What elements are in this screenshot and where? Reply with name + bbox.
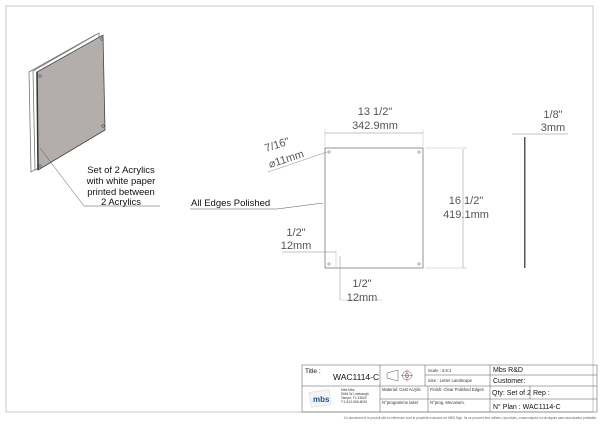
offset-x-in: 1/2" xyxy=(286,227,305,239)
hole xyxy=(417,150,421,154)
scale: Scale : 3.5:1 xyxy=(428,368,452,373)
callout-line-2: with white paper xyxy=(86,176,156,187)
height-mm: 419.1mm xyxy=(443,209,489,221)
laser-program: N°programme laser xyxy=(382,400,419,405)
offset-y-in: 1/2" xyxy=(352,278,371,290)
callout-line-4: 2 Acrylics xyxy=(101,197,141,208)
address-line-1: Mbs Mbs xyxy=(341,388,355,392)
sheet-border xyxy=(5,5,594,413)
rep: Rep : xyxy=(533,390,550,397)
thickness-mm: 3mm xyxy=(541,122,565,134)
offset-x-mm: 12mm xyxy=(281,240,312,252)
plan-number: N° Plan : WAC1114-C xyxy=(493,403,561,411)
address-line-4: T:1-813-506-6025 xyxy=(341,400,367,404)
hole xyxy=(327,262,331,266)
svg-text:mbs: mbs xyxy=(313,395,330,404)
width-mm: 342.9mm xyxy=(352,120,398,132)
customer: Customer: xyxy=(493,378,525,385)
front-view: 13 1/2" 342.9mm 16 1/2" 419.1mm 7/16" ⌀1… xyxy=(190,106,489,304)
hole xyxy=(327,150,331,154)
side-view: 1/8" 3mm xyxy=(512,109,568,268)
title-block xyxy=(301,364,598,413)
height-in: 16 1/2" xyxy=(449,195,484,207)
address-line-2: 5046 W Linebaugh xyxy=(341,392,369,396)
disclaimer: Ce document et le produit cité en référe… xyxy=(344,416,597,420)
title-label: Title : xyxy=(305,368,321,375)
callout-line-1: Set of 2 Acrylics xyxy=(87,165,155,176)
company-logo: mbs xyxy=(308,389,332,408)
callout-line-3: printed between xyxy=(87,187,155,198)
mecanum-program: N°prog. Mecanum. xyxy=(430,400,465,405)
company: Mbs R&D xyxy=(493,367,523,374)
address-line-3: Tampa, FL 33624 xyxy=(341,396,367,400)
hole xyxy=(417,262,421,266)
edges-polished-note: All Edges Polished xyxy=(191,198,270,209)
drawing-title: WAC1114-C xyxy=(333,372,379,382)
isometric-view: Set of 2 Acrylics with white paper print… xyxy=(28,32,160,208)
sheet-size: Size : Letter Landscape xyxy=(428,378,473,383)
quantity: Qty: Set of 2 xyxy=(492,390,531,397)
width-in: 13 1/2" xyxy=(358,106,393,118)
offset-y-mm: 12mm xyxy=(347,292,378,304)
thickness-in: 1/8" xyxy=(543,109,562,121)
material: Material: Cast Acrylic xyxy=(382,387,421,392)
hole-dia-in: 7/16" xyxy=(263,136,291,155)
finish: Finish: Clear Polished Edges xyxy=(430,387,484,392)
